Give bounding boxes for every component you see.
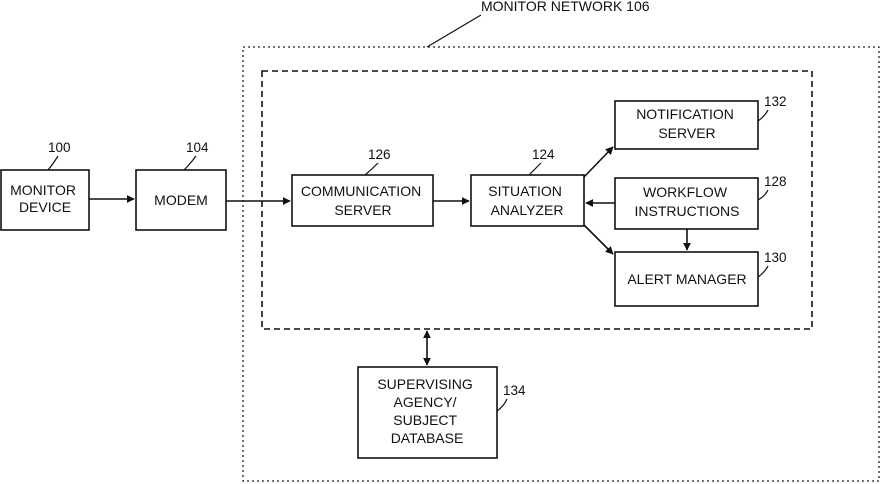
network-title: MONITOR NETWORK 106: [481, 0, 650, 14]
notification-server-label-line: NOTIFICATION: [636, 106, 734, 122]
alert-manager-ref: 130: [764, 250, 787, 265]
supervising-agency-label-line: SUPERVISING: [377, 376, 472, 392]
communication-server-node: COMMUNICATION SERVER 126: [292, 147, 433, 226]
modem-label: MODEM: [154, 192, 208, 208]
edge-situation-analyzer-to-notification-server: [584, 147, 613, 177]
supervising-agency-label-line: AGENCY/: [394, 394, 457, 410]
workflow-instructions-ref: 128: [764, 174, 787, 189]
workflow-instructions-ref-leader: [758, 190, 768, 200]
alert-manager-node: ALERT MANAGER 130: [615, 250, 787, 306]
workflow-instructions-label-line: WORKFLOW: [643, 184, 728, 200]
modem-ref: 104: [186, 140, 209, 155]
monitor-device-label-line: DEVICE: [19, 199, 71, 215]
supervising-agency-ref: 134: [503, 383, 526, 398]
supervising-agency-ref-leader: [497, 399, 507, 411]
workflow-instructions-label-line: INSTRUCTIONS: [635, 203, 740, 219]
monitor-device-node: MONITOR DEVICE 100: [1, 140, 89, 230]
communication-server-ref: 126: [368, 147, 391, 162]
notification-server-ref-leader: [758, 110, 768, 121]
edge-situation-analyzer-to-alert-manager: [584, 225, 613, 254]
monitor-device-label-line: MONITOR: [10, 182, 76, 198]
alert-manager-ref-leader: [758, 266, 768, 277]
supervising-agency-label-line: SUBJECT: [393, 412, 457, 428]
monitor-device-ref: 100: [48, 140, 71, 155]
communication-server-ref-leader: [365, 163, 378, 175]
situation-analyzer-label-line: SITUATION: [488, 183, 562, 199]
monitor-device-ref-leader: [48, 156, 58, 170]
notification-server-label-line: SERVER: [658, 125, 715, 141]
situation-analyzer-ref-leader: [529, 163, 541, 175]
communication-server-label-line: COMMUNICATION: [301, 183, 421, 199]
monitor-device-label: MONITOR DEVICE: [10, 182, 80, 215]
network-title-leader: [427, 15, 481, 47]
communication-server-label-line: SERVER: [334, 202, 391, 218]
modem-node: MODEM 104: [136, 140, 226, 230]
supervising-agency-node: SUPERVISING AGENCY/ SUBJECT DATABASE 134: [358, 367, 526, 458]
situation-analyzer-ref: 124: [532, 147, 555, 162]
situation-analyzer-node: SITUATION ANALYZER 124: [471, 147, 584, 226]
alert-manager-label: ALERT MANAGER: [627, 271, 746, 287]
notification-server-ref: 132: [764, 94, 787, 109]
notification-server-node: NOTIFICATION SERVER 132: [615, 94, 787, 149]
modem-ref-leader: [184, 156, 196, 170]
workflow-instructions-node: WORKFLOW INSTRUCTIONS 128: [615, 174, 787, 229]
supervising-agency-label-line: DATABASE: [391, 430, 464, 446]
situation-analyzer-label-line: ANALYZER: [491, 202, 564, 218]
